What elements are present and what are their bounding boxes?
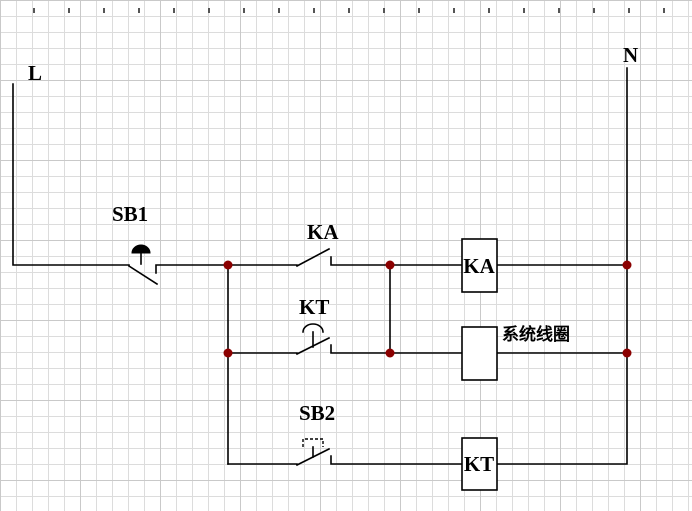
wire-kt-right	[330, 344, 391, 354]
label-l: L	[28, 61, 42, 85]
wire-n-rail	[496, 67, 628, 465]
label-sb2: SB2	[299, 401, 335, 425]
junction-dot	[223, 348, 233, 358]
wire-sb2-to-kt-coil	[330, 455, 463, 465]
kt-coil-box	[461, 437, 498, 491]
ka-blade	[295, 247, 331, 268]
junction-dot	[622, 260, 632, 270]
label-ka-coil: KA	[463, 254, 495, 278]
label-sb1: SB1	[112, 202, 148, 226]
junction-dot	[385, 260, 395, 270]
junction-dot	[223, 260, 233, 270]
sb2-actuator	[302, 438, 324, 447]
label-kt-coil: KT	[464, 452, 494, 476]
wire-sb1-to-node	[155, 264, 229, 274]
sb1-button-cap	[131, 244, 151, 254]
label-kt-contact: KT	[299, 295, 329, 319]
label-ka-contact: KA	[307, 220, 339, 244]
sb1-blade	[127, 264, 159, 286]
kt-delay-arc	[302, 323, 324, 333]
label-system-coil: 系统线圈	[502, 324, 570, 344]
system-coil-box	[461, 326, 498, 381]
wire-l-rail	[12, 83, 130, 266]
ka-coil-box	[461, 238, 498, 293]
wire-ka-right	[330, 256, 391, 266]
junction-dot	[622, 348, 632, 358]
junction-dot	[385, 348, 395, 358]
label-n: N	[623, 43, 638, 67]
